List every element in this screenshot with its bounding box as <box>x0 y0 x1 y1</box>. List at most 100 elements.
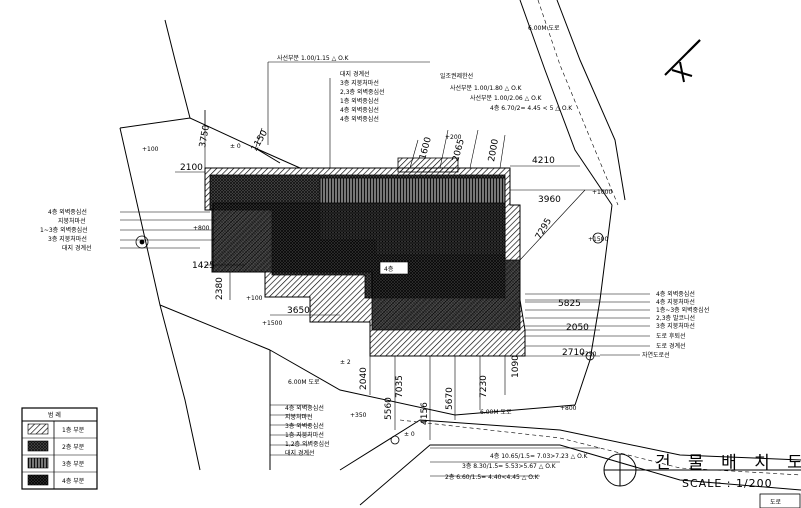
level-1: +100 <box>142 146 159 153</box>
dim-7035: 7035 <box>395 375 405 398</box>
dim-5670: 5670 <box>445 387 455 410</box>
note-4f-wall-a: 4층 외벽중심선 <box>340 106 379 114</box>
left-notes: 4층 외벽중심선 지붕처마선 1~3층 외벽중심선 3층 지붕처마선 대지 경계… <box>40 208 92 252</box>
legend-label-1f: 1층 부분 <box>62 426 85 434</box>
dim-1150: 1150 <box>250 128 270 153</box>
note-right-2: 4층 지붕처마선 <box>656 298 695 306</box>
note-right-1: 4층 외벽중심선 <box>656 290 695 298</box>
dimension-lines <box>120 61 650 477</box>
note-bottom-1: 4층 10.65/1.5= 7.03>7.23 △ O.K <box>490 452 588 460</box>
legend-label-2f: 2층 부분 <box>62 443 85 451</box>
note-slope-2: 사선부분 1.00/1.80 △ O.K <box>450 84 523 92</box>
note-bl-4: 1층 지붕처마선 <box>285 431 324 439</box>
note-right-8: 자연도로선 <box>642 351 670 359</box>
stair-core <box>397 157 459 173</box>
note-bl-5: 1,2층 외벽중심선 <box>285 440 330 448</box>
dim-2050: 2050 <box>566 323 589 333</box>
road-center-lines <box>399 0 801 476</box>
dim-7230: 7230 <box>479 375 489 398</box>
note-bl-1: 4층 외벽중심선 <box>285 404 324 412</box>
top-notes: 사선부분 1.00/1.15 △ O.K 대지 경계선 3층 지붕처마선 2,3… <box>277 54 385 123</box>
dim-2710: 2710 <box>562 348 585 358</box>
note-slope-4: 4층 6.70/2= 4.45 < 5 △ O.K <box>490 104 573 112</box>
note-slope-1: 사선부분 1.00/1.15 △ O.K <box>277 54 350 62</box>
floor-tag-box <box>379 261 409 275</box>
level-2: +200 <box>445 134 462 141</box>
right-top-notes: 일조권제한선 사선부분 1.00/1.80 △ O.K 사선부분 1.00/2.… <box>440 72 573 112</box>
corner-text: 도로 <box>770 499 782 506</box>
note-site-boundary: 대지 경계선 <box>340 70 370 78</box>
note-right-7: 도로 경계선 <box>656 342 686 350</box>
road-label-2: 6.00M 도로 <box>480 409 512 416</box>
dim-1425: 1425 <box>192 261 215 271</box>
dim-5560: 5560 <box>384 397 394 420</box>
bottom-left-notes: 4층 외벽중심선 지붕처마선 3층 외벽중심선 1층 지붕처마선 1,2층 외벽… <box>285 404 330 457</box>
level-7: +1500 <box>262 320 282 327</box>
note-right-6: 도로 후퇴선 <box>656 332 686 340</box>
legend-label-3f: 3층 부분 <box>62 460 85 468</box>
survey-markers <box>135 232 604 445</box>
level-10: +250 <box>580 351 597 358</box>
right-notes: 4층 외벽중심선 4층 지붕처마선 1층~3층 외벽중심선 2,3층 발코니선 … <box>642 290 709 359</box>
note-23f-wall: 2,3층 외벽중심선 <box>340 88 385 96</box>
note-bl-6: 대지 경계선 <box>285 449 315 457</box>
level-4: +1500 <box>588 236 608 243</box>
dim-5825: 5825 <box>558 299 581 309</box>
note-left-3: 1~3층 외벽중심선 <box>40 226 88 234</box>
note-bottom-3: 2층 6.60/1.5= 4.40<4.45 △ O.K <box>445 473 540 481</box>
dim-2000: 2000 <box>487 138 501 163</box>
note-left-1: 4층 외벽중심선 <box>48 208 87 216</box>
legend: 범 례 1층 부분 2층 부분 3층 부분 4층 부분 <box>21 407 98 490</box>
legend-swatch-4f <box>27 474 49 486</box>
note-slope-3: 사선부분 1.00/2.06 △ O.K <box>470 94 543 102</box>
legend-swatch-3f <box>27 457 49 469</box>
note-bottom-2: 3층 8.30/1.5= 5.53>5.67 △ O.K <box>462 462 557 470</box>
floor-tag: 4층 <box>384 265 394 273</box>
legend-label-4f: 4층 부분 <box>62 477 85 485</box>
scale-label: SCALE : 1/200 <box>682 477 773 490</box>
note-1f-wall: 1층 외벽중심선 <box>340 97 379 105</box>
note-right-3: 1층~3층 외벽중심선 <box>656 306 709 314</box>
dim-1600: 1600 <box>418 136 434 161</box>
north-arrow-icon <box>664 39 701 83</box>
dim-1090: 1090 <box>511 355 521 378</box>
dim-2040: 2040 <box>359 367 369 390</box>
building-floor-4 <box>212 202 521 331</box>
elev-2: ± 2 <box>340 359 351 366</box>
note-left-5: 대지 경계선 <box>62 244 92 252</box>
road-label-1: 6.00M 도로 <box>288 379 320 386</box>
dim-3650: 3650 <box>287 306 310 316</box>
note-left-2: 지붕처마선 <box>58 217 86 225</box>
elev-3: ± 0 <box>404 431 415 438</box>
note-3f-eave: 3층 지붕처마선 <box>340 79 379 87</box>
drawing-title: 건 물 배 치 도 <box>655 453 801 473</box>
legend-header: 범 례 <box>48 411 61 419</box>
dim-7295: 7295 <box>534 217 554 242</box>
dim-4210: 4210 <box>532 156 555 166</box>
legend-swatch-1f <box>27 423 49 435</box>
level-6: +100 <box>246 295 263 302</box>
note-right-4: 2,3층 발코니선 <box>656 314 695 322</box>
level-9: +800 <box>560 405 577 412</box>
note-bl-2: 지붕처마선 <box>285 413 313 421</box>
elevation-marks: ± 0 ± 2 ± 0 <box>230 143 415 438</box>
legend-swatch-2f <box>27 440 49 452</box>
elev-1: ± 0 <box>230 143 241 150</box>
level-8: +350 <box>350 412 367 419</box>
dim-3750: 3750 <box>198 124 212 149</box>
note-4f-wall-b: 4층 외벽중심선 <box>340 115 379 123</box>
note-right-5: 3층 지붕처마선 <box>656 322 695 330</box>
dim-2065: 2065 <box>451 138 467 163</box>
dim-3960: 3960 <box>538 195 561 205</box>
dim-2100: 2100 <box>180 163 203 173</box>
dim-4156: 4156 <box>420 402 430 425</box>
level-5: +800 <box>193 225 210 232</box>
title-circle-icon <box>603 453 801 487</box>
note-bl-3: 3층 외벽중심선 <box>285 422 324 430</box>
bottom-notes: 4층 10.65/1.5= 7.03>7.23 △ O.K 3층 8.30/1.… <box>445 452 588 481</box>
level-marks: +100 +200 +1000 +1500 +800 +100 +1500 +3… <box>142 134 612 419</box>
note-left-4: 3층 지붕처마선 <box>48 235 87 243</box>
road-label-top: 6.00M 도로 <box>528 25 560 32</box>
level-3: +1000 <box>592 189 612 196</box>
